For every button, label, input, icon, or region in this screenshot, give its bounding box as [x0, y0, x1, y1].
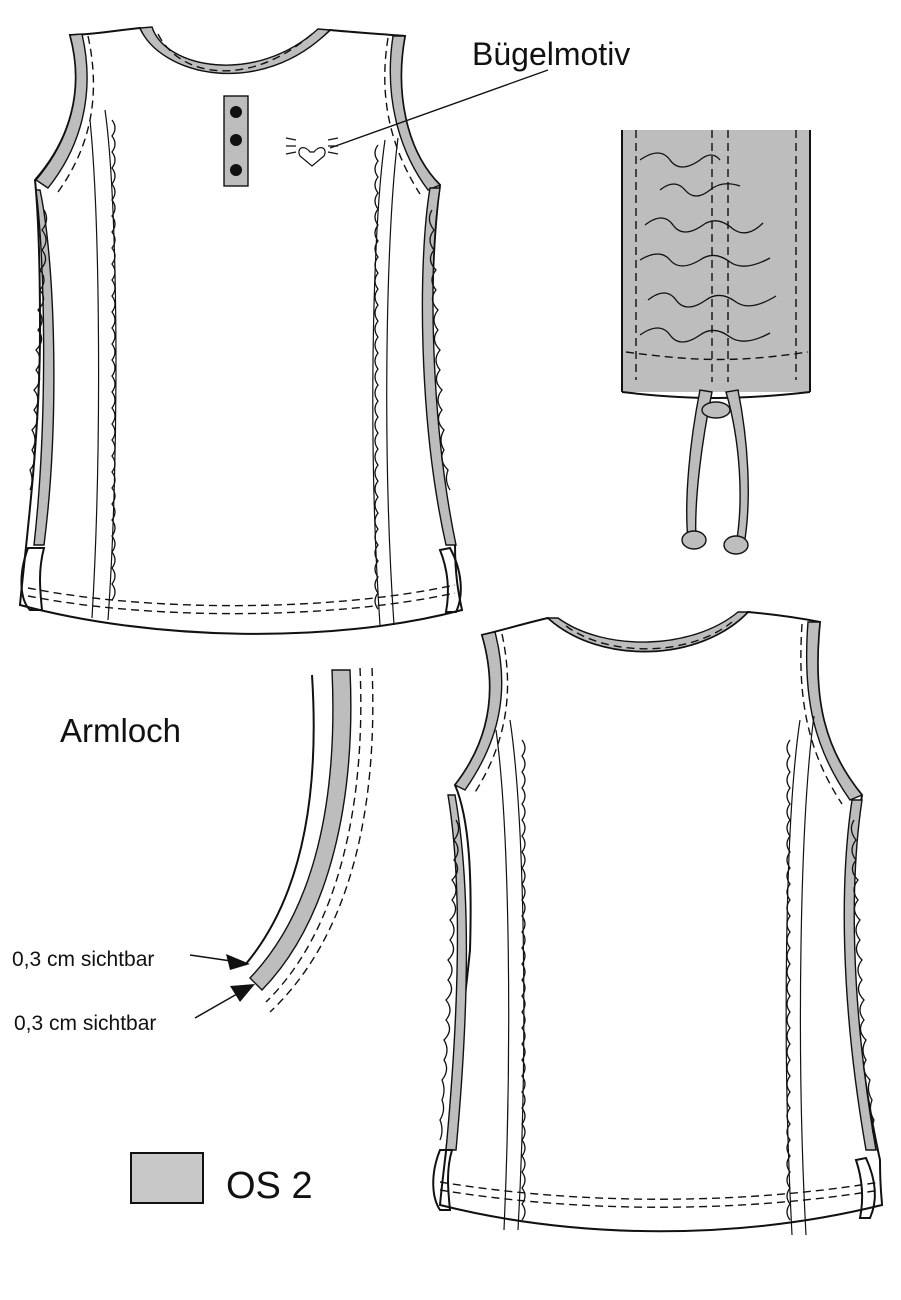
back-armhole-band-left: [453, 631, 503, 791]
front-armhole-band-left: [34, 33, 88, 189]
ruffle-right: [374, 144, 379, 610]
legend-label: OS 2: [226, 1165, 313, 1207]
detail-fabric: [622, 130, 810, 392]
front-side-panel-left: [33, 189, 55, 546]
armhole-stitch-1: [265, 667, 362, 1003]
motif-leader-line: [329, 69, 549, 149]
front-armhole-band-right: [389, 35, 442, 191]
back-side-panel-left: [445, 794, 468, 1151]
armhole-stitch-right: [384, 37, 421, 195]
armhole-inner-edge: [244, 674, 315, 966]
button-icon: [230, 134, 242, 146]
back-ruffle-right: [786, 739, 791, 1221]
right-ruching: [428, 209, 451, 491]
ruffle-left: [111, 119, 116, 601]
back-right-ruching: [850, 819, 877, 1141]
back-left-ruching: [439, 819, 460, 1141]
back-armhole-stitches: [473, 623, 843, 805]
back-hem-stitch: [439, 1181, 881, 1208]
legend-swatch: [130, 1152, 204, 1204]
back-ruffle-left: [521, 739, 526, 1221]
tie-loop-right: [438, 546, 462, 613]
arrow-head-1: [226, 954, 250, 970]
seam-right-b: [386, 137, 399, 626]
front-side-panel-right: [421, 187, 457, 546]
armhole-label: Armloch: [60, 712, 181, 749]
button-icon: [230, 164, 242, 176]
motif-label: Bügelmotiv: [472, 36, 630, 72]
back-neck-binding: [546, 611, 750, 653]
hem-stitch-2: [27, 592, 456, 615]
front-view: [18, 26, 549, 635]
arrow-head-2: [230, 984, 255, 1002]
front-neck-binding: [138, 26, 332, 75]
tie-loop-left: [20, 547, 46, 611]
back-tie-loop-right: [854, 1156, 876, 1219]
back-view: [432, 610, 884, 1236]
ruching-detail: [621, 130, 811, 555]
armhole-stitch-left: [57, 35, 95, 193]
back-neck-stitch: [565, 621, 733, 650]
seam-left-b: [89, 119, 100, 619]
back-armhole-band-right: [805, 621, 864, 801]
heart-wings-icon: [285, 137, 339, 167]
seam-left-a: [104, 109, 117, 621]
visible-label-1: 0,3 cm sichtbar: [12, 948, 154, 971]
back-seams-right: [785, 715, 815, 1236]
neck-stitch: [157, 33, 313, 72]
armhole-stitch-2: [269, 667, 374, 1013]
left-ruching: [29, 209, 48, 491]
back-seams-left: [495, 719, 525, 1231]
hem-stitch-1: [27, 584, 456, 607]
back-tie-loop-left: [432, 1149, 454, 1211]
visible-label-2: 0,3 cm sichtbar: [14, 1012, 156, 1035]
button-icon: [230, 106, 242, 118]
armhole-binding: [249, 669, 352, 991]
armhole-detail: [189, 667, 374, 1019]
